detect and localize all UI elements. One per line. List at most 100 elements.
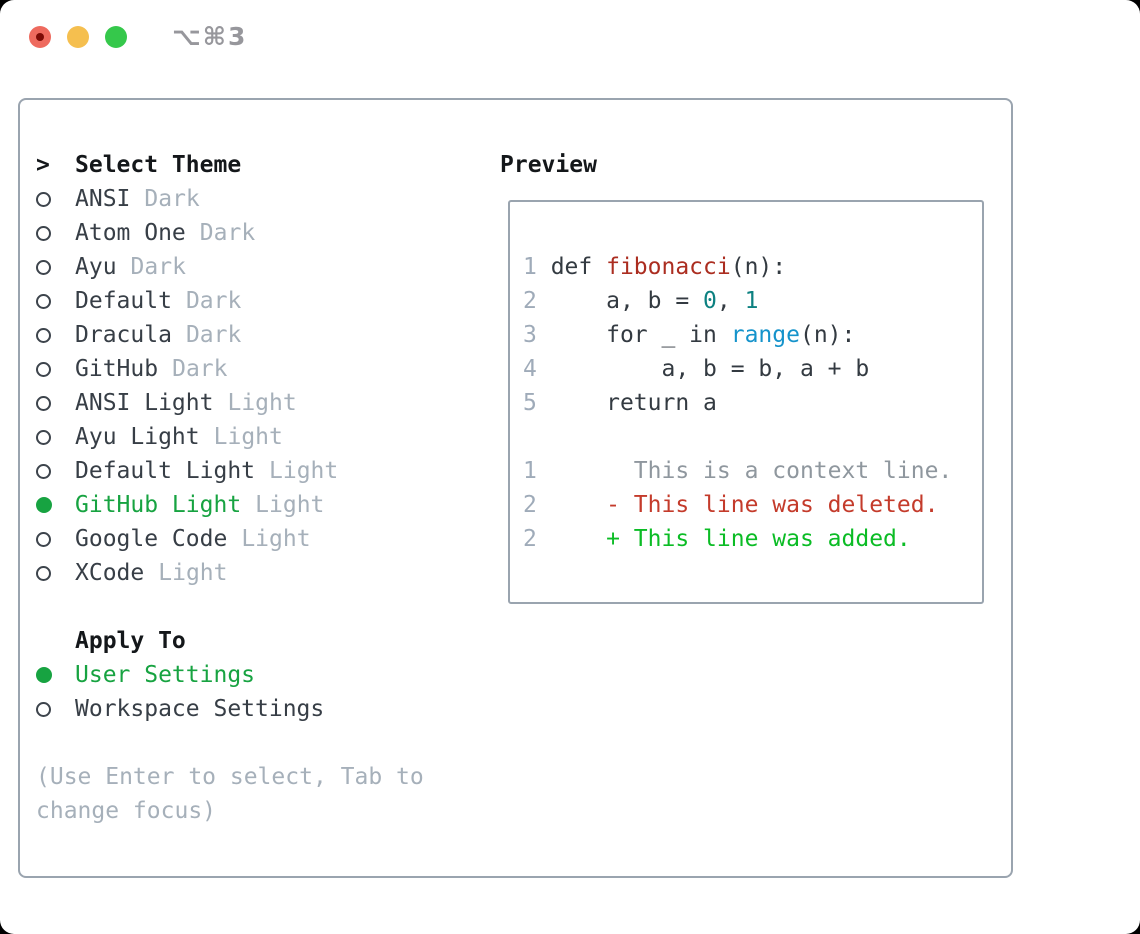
close-button[interactable] — [29, 26, 51, 48]
keyboard-hint: (Use Enter to select, Tab to change focu… — [36, 764, 424, 824]
code-segment: + This line was added. — [536, 526, 911, 552]
radio-column — [36, 293, 75, 309]
theme-option-dracula[interactable]: Dracula Dark — [36, 318, 448, 352]
code-segment: (n): — [799, 322, 856, 348]
radio-unselected-icon — [36, 565, 51, 581]
option-label: Atom One — [75, 220, 186, 246]
window-title: ⌥⌘3 — [172, 22, 248, 51]
line-number: 5 — [523, 390, 551, 416]
variant-label: Dark — [130, 254, 186, 280]
radio-column — [36, 259, 75, 275]
option-label: Default Light — [75, 458, 256, 484]
radio-unselected-icon — [36, 327, 51, 343]
radio-column — [36, 565, 75, 581]
code-line: 2 + This line was added. — [523, 522, 952, 556]
radio-selected-icon — [36, 667, 52, 683]
radio-unselected-icon — [36, 429, 51, 445]
preview-title: Preview — [500, 152, 597, 178]
radio-unselected-icon — [36, 191, 51, 207]
code-segment: fibonacci — [606, 254, 731, 280]
radio-column — [36, 361, 75, 377]
radio-unselected-icon — [36, 531, 51, 547]
variant-label: Light — [227, 390, 297, 416]
radio-unselected-icon — [36, 293, 51, 309]
variant-label: Light — [241, 526, 311, 552]
code-line: 3 for _ in range(n): — [523, 318, 952, 352]
option-label: ANSI Light — [75, 390, 214, 416]
option-label: XCode — [75, 560, 145, 586]
apply-to-title: Apply To — [75, 628, 186, 654]
option-label: GitHub Light — [75, 492, 242, 518]
variant-label: Dark — [144, 186, 200, 212]
radio-unselected-icon — [36, 701, 51, 717]
spacer — [36, 726, 448, 760]
zoom-button[interactable] — [105, 26, 127, 48]
code-line: 1 This is a context line. — [523, 454, 952, 488]
radio-column — [36, 463, 75, 479]
select-theme-header: > Select Theme — [36, 148, 448, 182]
minimize-button[interactable] — [67, 26, 89, 48]
code-segment: (n): — [730, 254, 787, 280]
line-number: 1 — [523, 254, 551, 280]
line-number: 3 — [523, 322, 551, 348]
close-dot-icon — [36, 33, 44, 41]
apply-option-user-settings[interactable]: User Settings — [36, 658, 448, 692]
option-label: Ayu Light — [75, 424, 200, 450]
apply-option-workspace-settings[interactable]: Workspace Settings — [36, 692, 448, 726]
apply-to-header-row: Apply To — [36, 624, 448, 658]
code-segment: - This line was deleted. — [536, 492, 939, 518]
variant-label: Dark — [172, 356, 228, 382]
radio-unselected-icon — [36, 395, 51, 411]
option-label: Dracula — [75, 322, 172, 348]
line-number: 1 — [523, 458, 537, 484]
option-label: ANSI — [75, 186, 131, 212]
code-segment: a, b = b, a + b — [550, 356, 870, 382]
code-segment: a, b = — [550, 288, 704, 314]
code-line: 5 return a — [523, 386, 952, 420]
theme-option-ansi[interactable]: ANSI Dark — [36, 182, 448, 216]
code-line — [523, 420, 952, 454]
option-label: Default — [75, 288, 172, 314]
theme-option-default[interactable]: Default Dark — [36, 284, 448, 318]
line-number: 2 — [523, 492, 537, 518]
code-line: 1 def fibonacci(n): — [523, 250, 952, 284]
radio-column — [36, 429, 75, 445]
code-line: 2 - This line was deleted. — [523, 488, 952, 522]
theme-option-ansi-light[interactable]: ANSI Light Light — [36, 386, 448, 420]
code-segment: 0 — [703, 288, 717, 314]
line-number: 2 — [523, 526, 537, 552]
theme-option-atom-one[interactable]: Atom One Dark — [36, 216, 448, 250]
line-number: 4 — [523, 356, 551, 382]
radio-unselected-icon — [36, 225, 51, 241]
code-segment: range — [730, 322, 800, 348]
radio-column — [36, 701, 75, 717]
theme-option-github-light[interactable]: GitHub Light Light — [36, 488, 448, 522]
variant-label: Dark — [185, 288, 242, 314]
radio-selected-icon — [36, 497, 52, 513]
line-number: 2 — [523, 288, 551, 314]
variant-label: Dark — [185, 322, 242, 348]
code-segment: 1 — [744, 288, 759, 314]
variant-label: Light — [255, 492, 325, 518]
variant-label: Dark — [199, 220, 256, 246]
traffic-lights — [29, 26, 127, 48]
radio-column — [36, 497, 75, 513]
radio-unselected-icon — [36, 361, 51, 377]
code-line: 2 a, b = 0, 1 — [523, 284, 952, 318]
code-segment: , — [716, 288, 745, 314]
code-segment: This is a context line. — [536, 458, 953, 484]
code-line: 4 a, b = b, a + b — [523, 352, 952, 386]
